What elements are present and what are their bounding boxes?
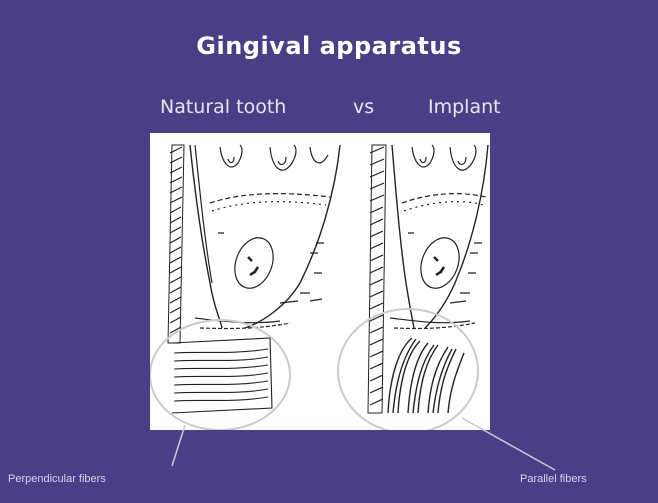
right-caption-pointer <box>462 418 555 470</box>
caption-parallel-fibers: Parallel fibers <box>520 473 587 485</box>
left-caption-pointer <box>172 425 185 466</box>
caption-perpendicular-fibers: Perpendicular fibers <box>8 473 106 485</box>
